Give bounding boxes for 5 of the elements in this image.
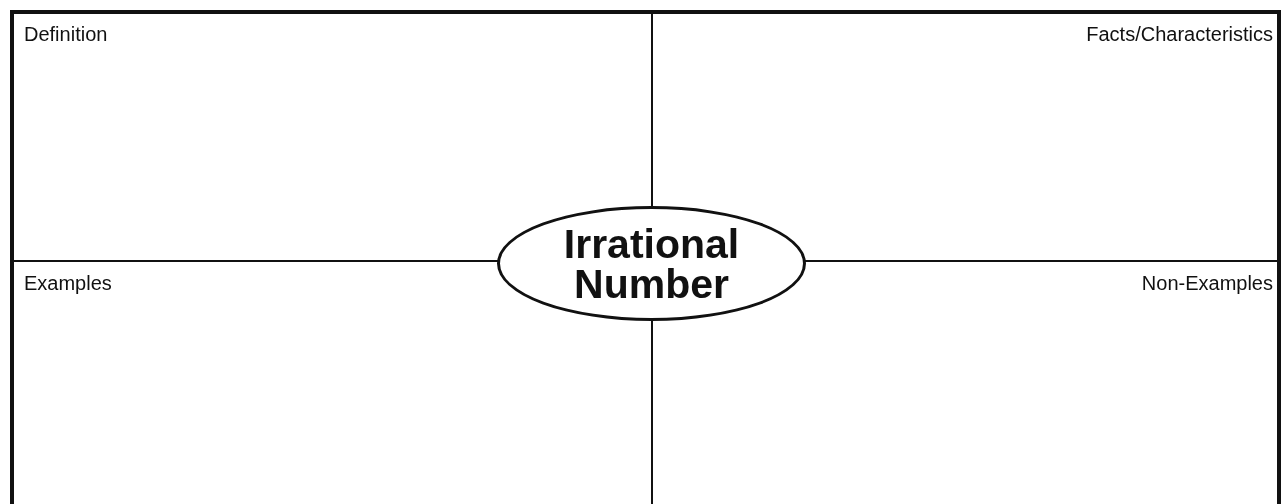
quadrant-heading: Non-Examples — [1141, 272, 1273, 295]
quadrant-heading: Definition — [24, 23, 108, 46]
quadrant-heading: Examples — [24, 272, 112, 295]
concept-label: Irrational Number — [562, 223, 741, 304]
quadrant-heading: Facts/Characteristics — [1086, 23, 1273, 46]
